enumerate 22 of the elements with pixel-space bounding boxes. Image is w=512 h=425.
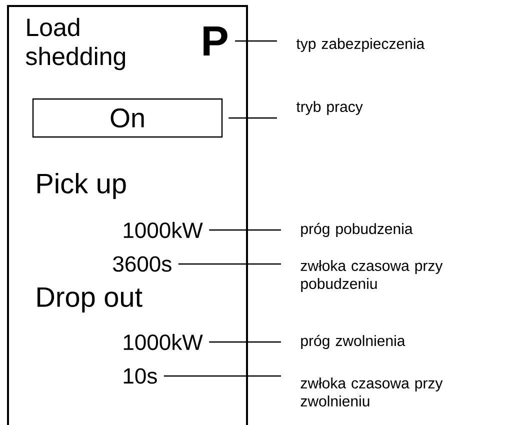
display-panel: [7, 5, 248, 425]
leader-line: [209, 341, 281, 343]
setting-value: 1000kW: [124, 334, 203, 350]
annotation: zwłoka czasowa przy zwolnieniu: [300, 377, 443, 406]
setting-value: 1000kW: [124, 222, 203, 238]
annotation: typ zabezpieczenia: [296, 38, 425, 52]
protection-type-letter: P: [204, 26, 228, 56]
leader-line: [209, 229, 281, 231]
setting-value: 10s: [124, 368, 157, 384]
leader-line: [228, 117, 277, 119]
setting-value: 3600s: [113, 256, 172, 272]
panel-heading: Load shedding: [26, 18, 126, 70]
leader-line: [235, 40, 277, 42]
annotation: próg pobudzenia: [301, 222, 413, 238]
leader-line: [178, 263, 281, 265]
leader-line: [164, 375, 281, 377]
annotation: tryb pracy: [296, 101, 363, 115]
annotation: próg zwolnienia: [301, 334, 406, 350]
annotation: zwłoka czasowa przy pobudzeniu: [300, 260, 443, 292]
section-heading: Drop out: [38, 287, 142, 313]
section-heading: Pick up: [38, 172, 126, 200]
mode-field: On: [32, 98, 223, 138]
